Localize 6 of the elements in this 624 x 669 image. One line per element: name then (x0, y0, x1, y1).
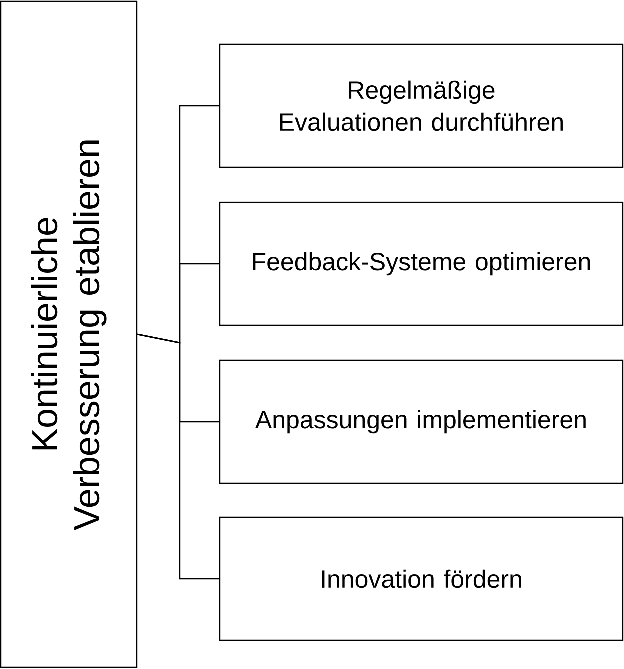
process-box: Innovation fördern (219, 516, 624, 642)
connector-line (137, 334, 220, 580)
title-box: Kontinuierliche Verbesserung etablieren (0, 0, 138, 668)
process-box: Regelmäßige Evaluationen durchführen (219, 44, 624, 168)
process-box: Feedback-Systeme optimieren (219, 202, 624, 326)
process-box: Anpassungen implementieren (219, 360, 624, 484)
